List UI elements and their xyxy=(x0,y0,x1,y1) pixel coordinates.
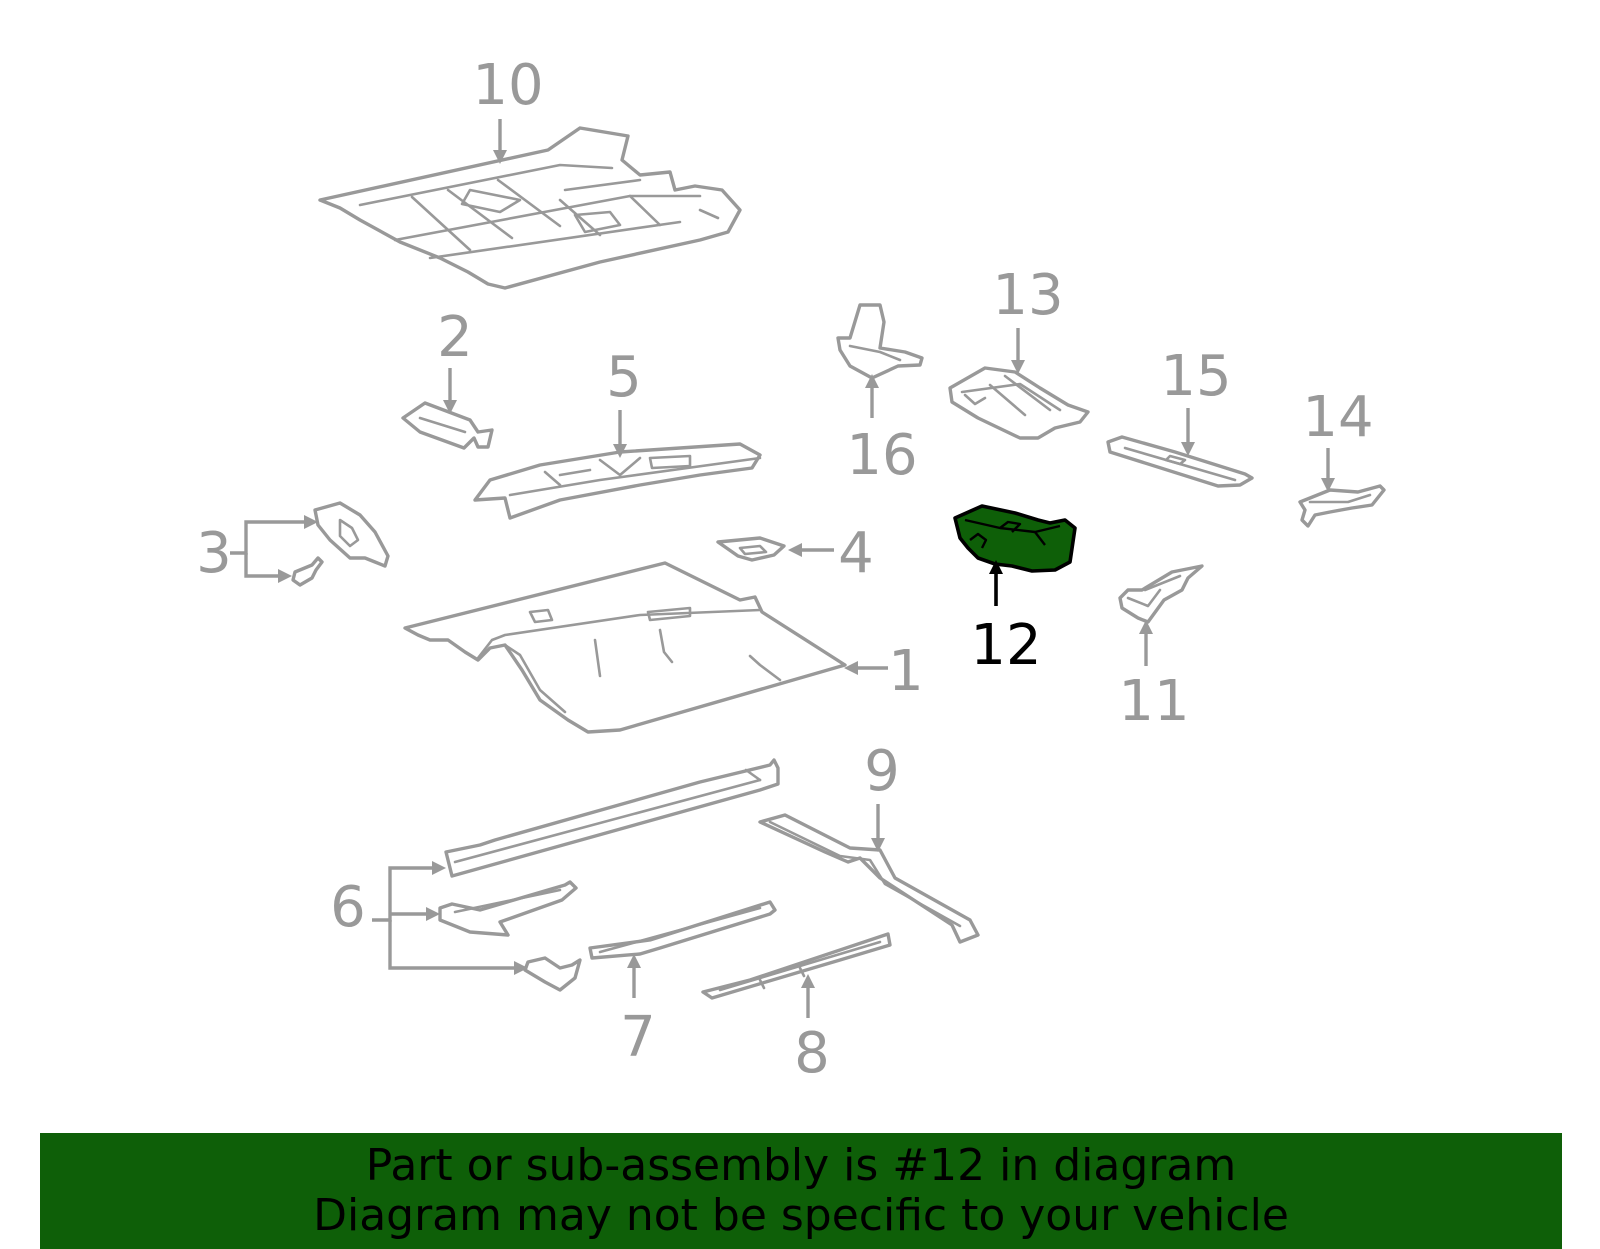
callout-2-label: 2 xyxy=(437,305,473,370)
part-5-crossmember xyxy=(473,442,762,520)
callout-10: 10 xyxy=(472,53,544,164)
callout-5-label: 5 xyxy=(606,345,642,410)
callout-1-label: 1 xyxy=(888,639,924,704)
callout-14-label: 14 xyxy=(1302,385,1373,450)
callout-9-label: 9 xyxy=(864,739,900,804)
part-4-plate xyxy=(716,536,786,562)
part-2-bracket xyxy=(401,401,494,450)
part-6-rocker-sill xyxy=(438,758,780,992)
part-8-rail xyxy=(701,932,892,1000)
callout-5: 5 xyxy=(606,345,642,458)
callout-3: 3 xyxy=(196,515,318,586)
callout-11-label: 11 xyxy=(1118,669,1189,734)
part-7-rail xyxy=(588,900,777,960)
callout-9: 9 xyxy=(864,739,900,852)
callout-12-label: 12 xyxy=(970,613,1041,678)
parts-diagram: 10 2 5 3 xyxy=(196,53,1386,1086)
callout-2: 2 xyxy=(437,305,473,414)
callout-16: 16 xyxy=(846,374,918,488)
callout-13-label: 13 xyxy=(992,263,1063,328)
callout-6: 6 xyxy=(330,861,528,975)
callout-16-label: 16 xyxy=(846,423,917,488)
callout-12: 12 xyxy=(970,560,1042,678)
callout-4: 4 xyxy=(788,521,874,586)
part-10-floor-pan xyxy=(318,126,742,290)
part-3-brackets xyxy=(291,501,390,587)
banner-line-1: Part or sub-assembly is #12 in diagram xyxy=(365,1140,1237,1191)
callout-13: 13 xyxy=(992,263,1064,374)
callout-8-label: 8 xyxy=(794,1021,830,1086)
callout-7-label: 7 xyxy=(620,1005,656,1070)
callout-7: 7 xyxy=(620,954,656,1070)
callout-14: 14 xyxy=(1302,385,1374,492)
part-15-rail xyxy=(1106,435,1254,488)
callout-8: 8 xyxy=(794,974,830,1086)
part-14-bracket xyxy=(1298,484,1386,528)
callout-3-label: 3 xyxy=(196,521,232,586)
part-11-bracket xyxy=(1118,564,1204,624)
part-13-bracket xyxy=(948,366,1090,440)
callout-6-label: 6 xyxy=(330,875,366,940)
callout-10-label: 10 xyxy=(472,53,543,118)
banner-line-2: Diagram may not be specific to your vehi… xyxy=(313,1190,1289,1241)
info-banner: Part or sub-assembly is #12 in diagram D… xyxy=(40,1133,1562,1249)
callout-1: 1 xyxy=(844,639,924,704)
part-1-rear-floor-pan xyxy=(403,561,847,734)
callout-11: 11 xyxy=(1118,620,1190,734)
callout-15-label: 15 xyxy=(1160,344,1231,409)
callout-15: 15 xyxy=(1160,344,1232,456)
part-9-member xyxy=(758,813,980,944)
part-16-bracket xyxy=(836,303,924,380)
callout-4-label: 4 xyxy=(838,521,874,586)
part-12-highlighted xyxy=(953,504,1077,573)
